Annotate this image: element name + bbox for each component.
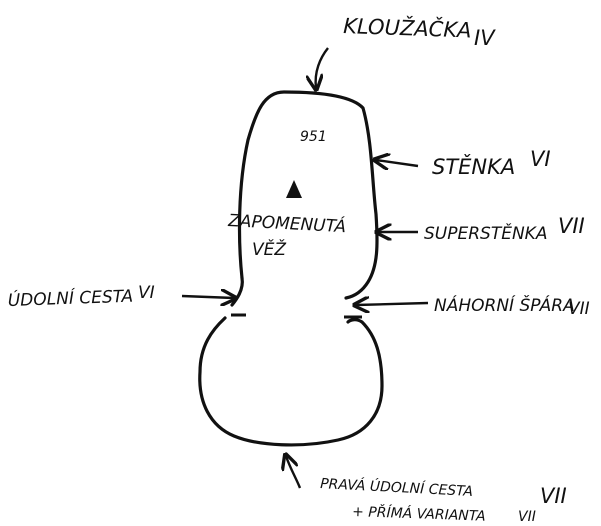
- route-bottom-line2-name: + PŘÍMÁ VARIANTA: [352, 503, 486, 525]
- route-bottom-line2-grade: VII: [518, 509, 536, 525]
- route-right-middle-name: SUPERSTĚNKA: [424, 222, 547, 244]
- route-top-grade: IV: [474, 26, 496, 50]
- route-bottom-line1-name: PRAVÁ ÚDOLNÍ CESTA: [320, 474, 474, 500]
- arrow-bottom: [286, 456, 302, 489]
- route-left-name: ÚDOLNÍ CESTA: [7, 285, 133, 311]
- tower-upper-outline: [237, 90, 379, 300]
- route-left-grade: VI: [138, 283, 155, 303]
- tower-left-notch: [230, 276, 244, 307]
- route-right-middle-grade: VII: [558, 214, 585, 238]
- summit-name-line1: ZAPOMENUTÁ: [227, 209, 347, 237]
- route-right-upper-grade: VI: [530, 147, 551, 171]
- summit-altitude: 951: [300, 129, 327, 145]
- summit-name-line2: VĚŽ: [252, 238, 286, 260]
- arrow-top: [316, 47, 329, 88]
- route-bottom-line1-grade: VII: [540, 484, 567, 508]
- route-right-upper-name: STĚNKA: [432, 154, 515, 179]
- arrow-left: [181, 296, 234, 298]
- arrow-right-lower: [356, 303, 429, 305]
- route-right-lower-grade: VII: [568, 299, 590, 319]
- tower-lower-outline: [198, 316, 384, 447]
- summit-triangle: [286, 180, 302, 198]
- arrow-right-upper: [376, 160, 419, 166]
- route-top-name: KLOUŽAČKA: [343, 13, 472, 42]
- route-right-lower-name: NÁHORNÍ ŠPÁRA: [434, 294, 575, 316]
